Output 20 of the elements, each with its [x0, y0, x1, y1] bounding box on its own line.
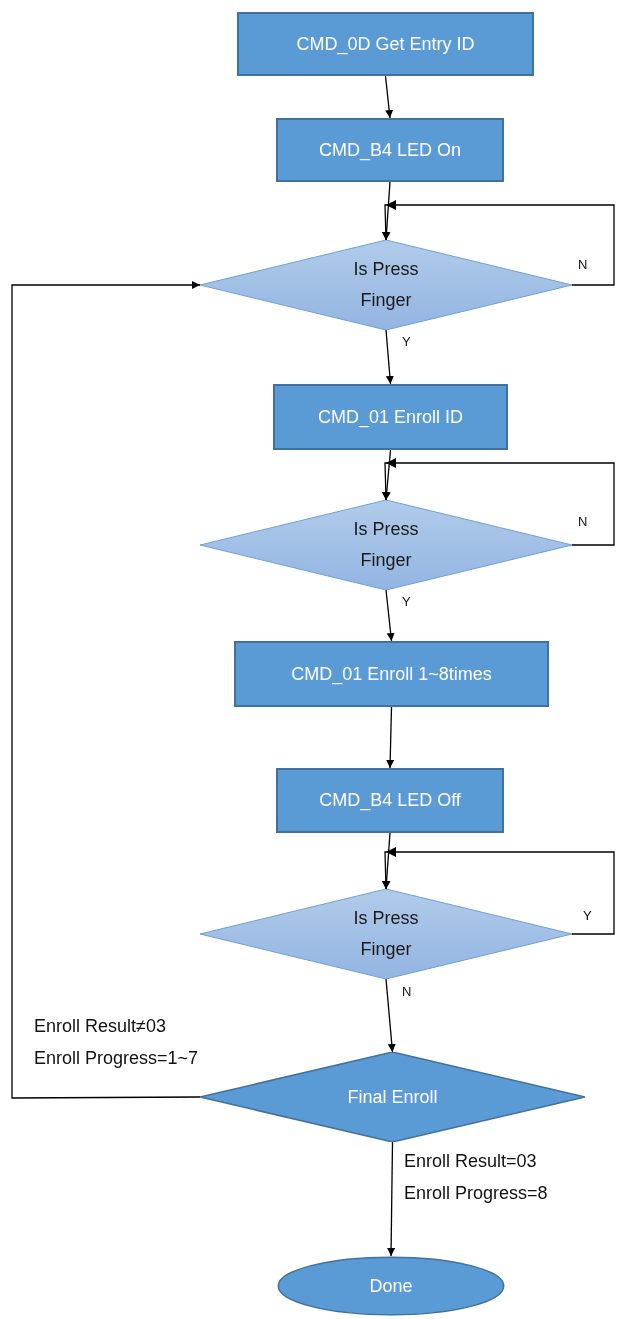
node-text: Is Press Finger	[352, 258, 420, 312]
node-text: Is Press Finger	[352, 907, 420, 961]
terminal-ellipse	[276, 1256, 506, 1316]
process-box	[237, 12, 534, 76]
decision-diamond	[200, 240, 572, 330]
node-text: CMD_01 Enroll ID	[317, 405, 463, 430]
decision-diamond	[200, 1052, 585, 1142]
process-box	[276, 118, 504, 182]
node-text: Is Press Finger	[352, 518, 420, 572]
node-text: CMD_01 Enroll 1~8times	[291, 662, 492, 687]
process-box	[276, 768, 504, 833]
node-text: CMD_B4 LED Off	[319, 789, 461, 813]
decision-diamond	[200, 500, 572, 590]
node-text: Final Enroll	[347, 1085, 438, 1109]
process-box	[234, 641, 549, 707]
node-text: CMD_0D Get Entry ID	[296, 32, 475, 57]
process-box	[273, 384, 508, 450]
node-text: CMD_B4 LED On	[318, 138, 462, 163]
node-text: Done	[369, 1274, 413, 1298]
decision-diamond	[200, 889, 572, 979]
